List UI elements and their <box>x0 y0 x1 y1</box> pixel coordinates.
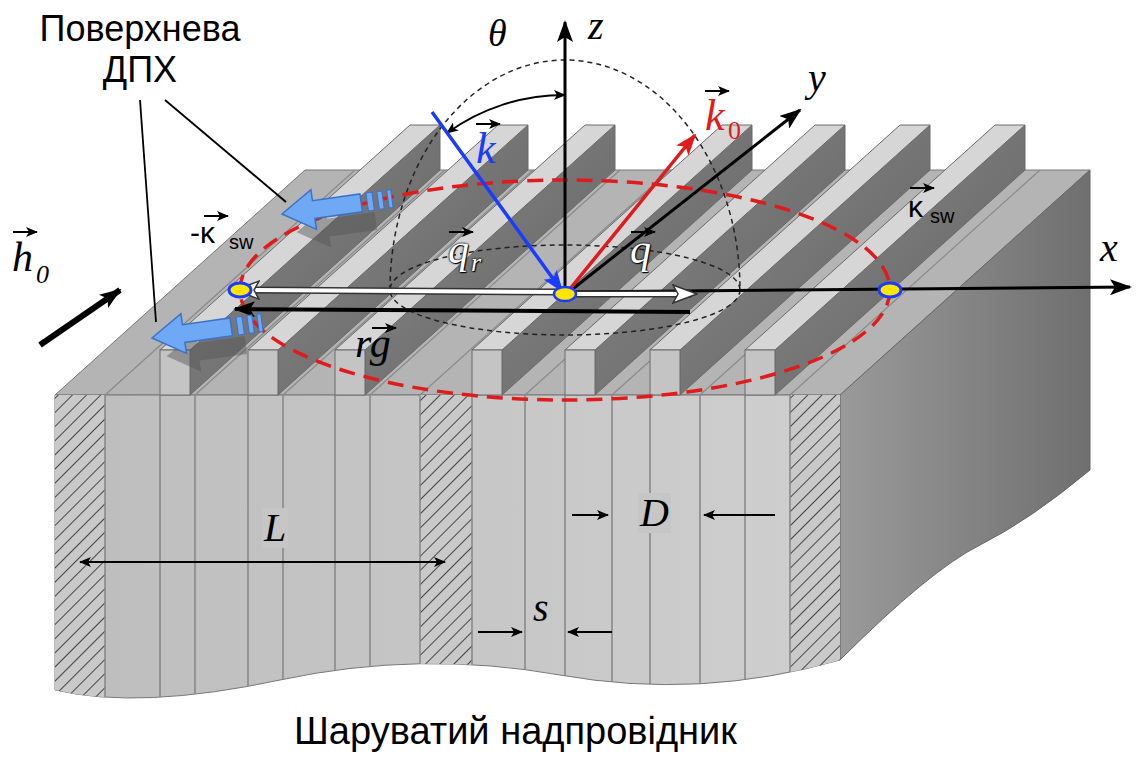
dimension-label: D <box>638 493 671 533</box>
caption: Шаруватий надпровідник <box>294 712 737 750</box>
vector-label: k <box>476 127 496 171</box>
vector-label: -κ <box>190 218 215 248</box>
callout-label: Поверхнева ДПХ <box>20 8 260 91</box>
subscript: r <box>471 250 481 276</box>
subscript: 0 <box>36 262 49 288</box>
subscript: sw <box>229 232 253 252</box>
subscript: 0 <box>728 118 741 144</box>
subscript: sw <box>930 206 954 226</box>
axis-label: x <box>1100 228 1118 268</box>
vector-label: q <box>630 228 651 270</box>
dimension-label: s <box>533 588 549 628</box>
axis-label: z <box>588 6 604 46</box>
dimension-label: L <box>262 508 288 548</box>
vector-label: h <box>12 236 33 278</box>
vector-label: q <box>448 228 469 270</box>
vector-label: rg <box>355 322 391 364</box>
vector-label: k <box>705 94 725 138</box>
vector-label: κ <box>908 192 923 222</box>
axis-label: y <box>808 58 826 98</box>
angle-label: θ <box>488 14 507 52</box>
